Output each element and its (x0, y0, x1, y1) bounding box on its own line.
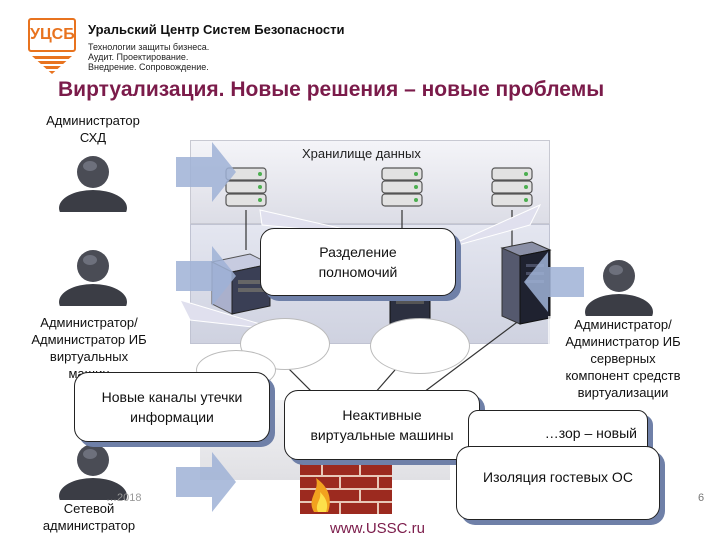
tagline-line: Внедрение. Сопровождение. (88, 62, 209, 72)
callout-line: полномочий (318, 264, 398, 280)
role-line: СХД (79, 130, 107, 145)
slide-title: Виртуализация. Новые решения – новые про… (58, 78, 605, 101)
role-line: виртуализации (577, 385, 669, 400)
role-virtual-admin: Администратор/ Администратор ИБ виртуаль… (14, 314, 164, 382)
role-line: Администратор/ (574, 317, 672, 332)
role-server-admin: Администратор/ Администратор ИБ серверны… (548, 316, 698, 401)
callout-line: Разделение (319, 244, 397, 260)
footer-url[interactable]: www.USSC.ru (330, 520, 426, 537)
tagline-line: Аудит. Проектирование. (88, 52, 189, 62)
role-line: Администратор ИБ (565, 334, 681, 349)
tagline-line: Технологии защиты бизнеса. (88, 42, 210, 52)
role-line: Администратор ИБ (31, 332, 147, 347)
callout-guest-isolation: Изоляция гостевых ОС (456, 446, 660, 520)
callout-line: информации (130, 409, 214, 425)
company-logo: УЦСБ (28, 18, 76, 76)
footer-date: …2018 (106, 492, 142, 504)
role-line: виртуальных (49, 349, 129, 364)
database-icon (380, 164, 424, 210)
callout-separation: Разделение полномочий (260, 228, 456, 296)
callout-line: Новые каналы утечки (101, 389, 243, 405)
person-icon (58, 244, 128, 306)
company-name: Уральский Центр Систем Безопасности (88, 22, 345, 37)
person-icon (58, 150, 128, 212)
company-tagline: Технологии защиты бизнеса. Аудит. Проект… (88, 42, 248, 72)
role-line: администратор (42, 518, 136, 533)
role-line: Администратор/ (40, 315, 138, 330)
storage-title: Хранилище данных (302, 146, 421, 161)
person-icon (584, 254, 654, 316)
role-line: серверных (590, 351, 656, 366)
page-number: 6 (698, 492, 705, 504)
callout-line: виртуальные машины (310, 427, 454, 443)
callout-line: Изоляция гостевых ОС (483, 469, 633, 485)
callout-new-channels: Новые каналы утечки информации (74, 372, 270, 442)
person-icon (58, 438, 128, 500)
role-line: Администратор (46, 113, 140, 128)
cloud-icon (370, 318, 470, 374)
role-line: компонент средств (565, 368, 681, 383)
logo-text: УЦСБ (28, 18, 76, 52)
callout-inactive-vms: Неактивные виртуальные машины (284, 390, 480, 460)
database-icon (224, 164, 268, 210)
callout-line: …зор – новый (544, 425, 637, 441)
database-icon (490, 164, 534, 210)
role-network-admin: Сетевой администратор (28, 500, 150, 534)
role-storage-admin: Администратор СХД (28, 112, 158, 146)
callout-line: Неактивные (342, 407, 422, 423)
role-line: Сетевой (63, 501, 115, 516)
firewall-icon (300, 464, 392, 514)
